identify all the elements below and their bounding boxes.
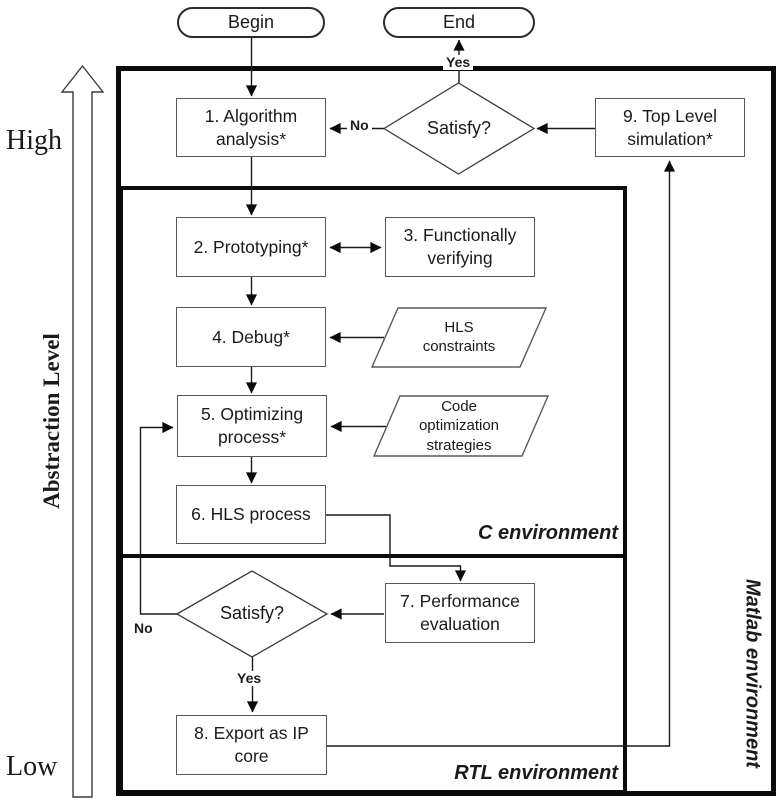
- edge-label-bottom-no: No: [131, 620, 156, 637]
- data-item-text: Code optimization strategies: [418, 397, 500, 454]
- terminal-end: End: [383, 7, 535, 38]
- decision-bottom-label: Satisfy?: [192, 601, 312, 626]
- terminal-end-label: End: [442, 12, 476, 32]
- node-label: 5. Optimizing process*: [200, 404, 304, 447]
- node-optimizing-process: 5. Optimizing process*: [177, 395, 327, 457]
- axis-low-label: Low: [6, 751, 58, 782]
- decision-text: Satisfy?: [219, 602, 285, 623]
- node-hls-process: 6. HLS process: [176, 485, 326, 544]
- node-debug: 4. Debug*: [176, 307, 326, 367]
- edge-label-top-no: No: [347, 117, 372, 134]
- axis-high-label: High: [6, 125, 62, 156]
- node-label: 8. Export as IP core: [194, 723, 309, 766]
- rtl-environment-label: RTL environment: [454, 762, 618, 784]
- abstraction-level-label: Abstraction Level: [39, 333, 64, 509]
- node-export-ip-core: 8. Export as IP core: [176, 715, 327, 775]
- decision-text: Satisfy?: [426, 117, 492, 138]
- node-performance-evaluation: 7. Performance evaluation: [385, 583, 535, 643]
- node-prototyping: 2. Prototyping*: [176, 217, 326, 277]
- matlab-environment-label: Matlab environment: [741, 579, 764, 768]
- hls-constraints-label: HLS constraints: [417, 316, 501, 358]
- edge-label-bottom-yes: Yes: [234, 670, 265, 687]
- code-optimization-label: Code optimization strategies: [409, 397, 509, 455]
- node-algorithm-analysis: 1. Algorithm analysis*: [176, 98, 326, 157]
- edge-label-top-yes: Yes: [443, 54, 474, 71]
- terminal-begin: Begin: [177, 7, 325, 38]
- node-functionally-verifying: 3. Functionally verifying: [385, 217, 535, 277]
- node-label: 3. Functionally verifying: [403, 225, 517, 268]
- node-label: 1. Algorithm analysis*: [204, 105, 298, 149]
- node-label: 6. HLS process: [191, 504, 311, 525]
- decision-top-label: Satisfy?: [399, 116, 519, 141]
- abstraction-arrow: [60, 64, 105, 798]
- node-label: 2. Prototyping*: [193, 236, 309, 257]
- terminal-begin-label: Begin: [227, 12, 275, 32]
- c-environment-label: C environment: [477, 522, 618, 544]
- node-label: 9. Top Level simulation*: [622, 105, 718, 149]
- node-label: 4. Debug*: [212, 326, 290, 347]
- node-top-level-simulation: 9. Top Level simulation*: [595, 98, 745, 157]
- node-label: 7. Performance evaluation: [400, 591, 520, 634]
- data-item-text: HLS constraints: [422, 318, 496, 356]
